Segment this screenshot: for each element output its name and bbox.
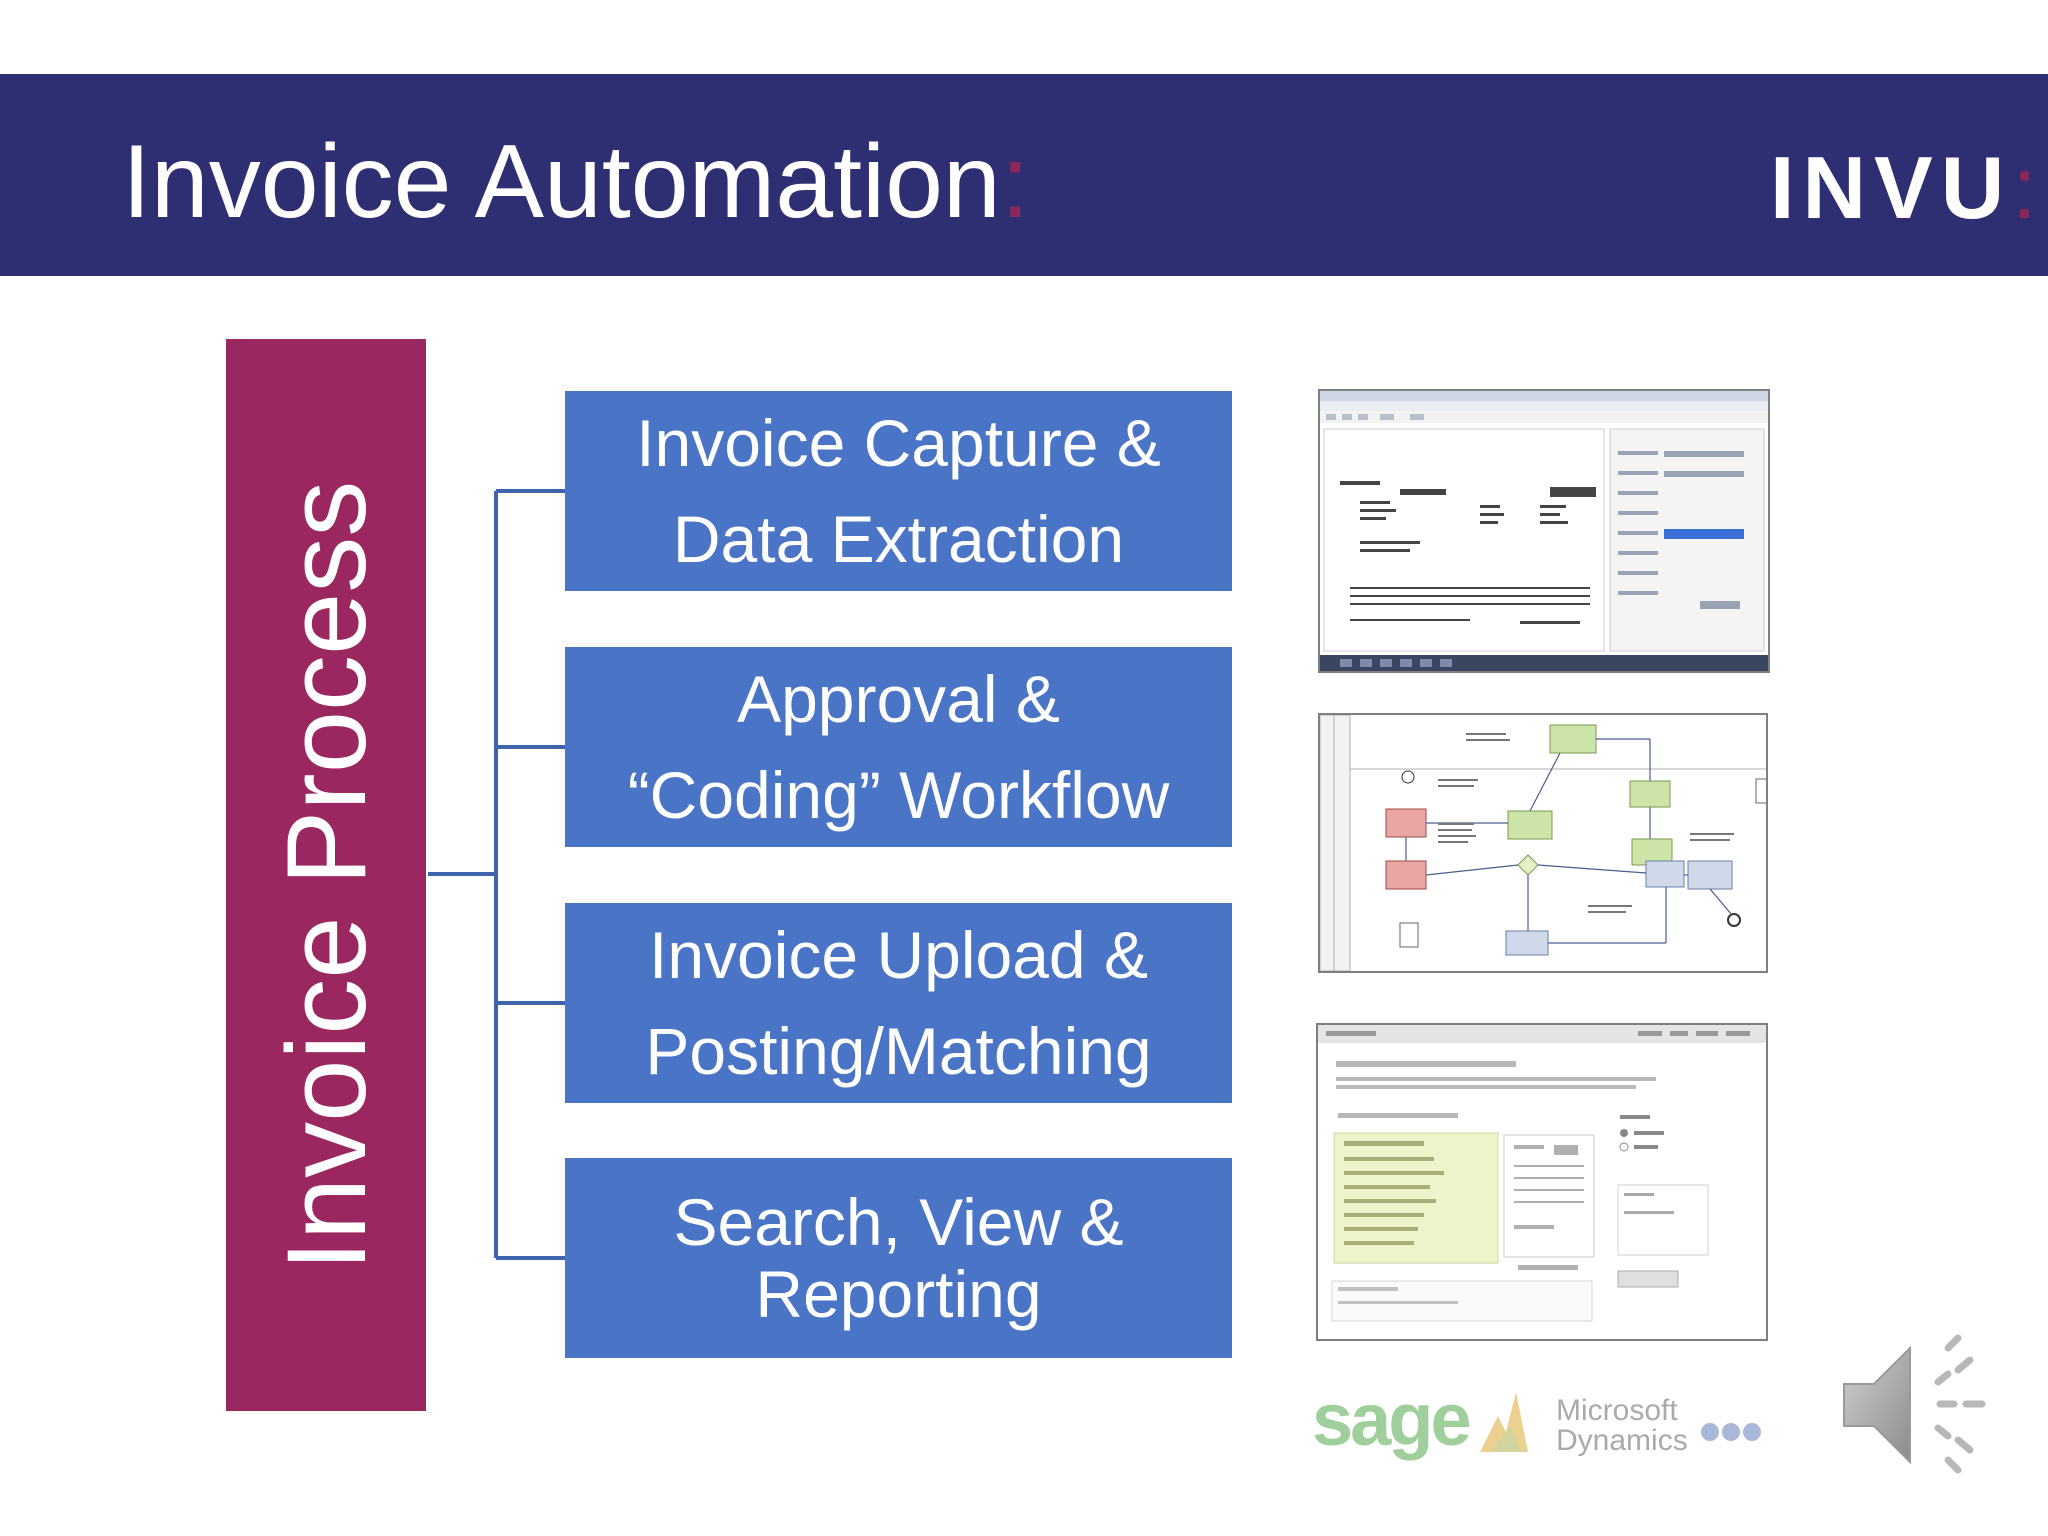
title-banner [0, 74, 2048, 276]
title-colon: : [1000, 124, 1030, 240]
step-capture: Invoice Capture & Data Extraction [565, 391, 1232, 591]
process-bar [226, 339, 426, 1411]
more-dots-icon [1701, 1423, 1761, 1441]
step-upload: Invoice Upload & Posting/Matching [565, 903, 1232, 1103]
step-approval-line2: “Coding” Workflow [627, 758, 1170, 832]
dynamics-text: Dynamics [1556, 1424, 1688, 1457]
invu-logo: INVU: [1770, 140, 2037, 236]
search-screenshot [1316, 1023, 1768, 1341]
microsoft-dynamics-logo [1480, 1392, 1528, 1452]
speaker-icon[interactable] [1836, 1330, 1986, 1480]
title-text: Invoice Automation [122, 124, 1001, 240]
logo-colon: : [2012, 138, 2037, 237]
workflow-screenshot [1318, 713, 1768, 973]
step-capture-line2: Data Extraction [672, 502, 1125, 576]
step-approval-line1: Approval & [737, 662, 1060, 736]
microsoft-text: Microsoft [1556, 1394, 1678, 1427]
sage-logo: sage [1312, 1378, 1472, 1461]
step-capture-line1: Invoice Capture & [636, 406, 1161, 480]
step-search: Search, View & Reporting [565, 1158, 1232, 1358]
step-upload-line1: Invoice Upload & [649, 918, 1148, 992]
slide-title: Invoice Automation: [122, 122, 1030, 242]
step-search-line2: Reporting [755, 1257, 1042, 1331]
capture-screenshot [1318, 389, 1770, 673]
workflow-screenshot-art [1320, 715, 1766, 971]
step-approval: Approval & “Coding” Workflow [565, 647, 1232, 847]
step-search-line1: Search, View & [673, 1185, 1124, 1259]
search-screenshot-art [1318, 1025, 1766, 1322]
logo-text: INVU [1770, 138, 2013, 237]
microsoft-dynamics-text: Microsoft Dynamics [1556, 1396, 1688, 1456]
step-upload-line2: Posting/Matching [645, 1014, 1152, 1088]
capture-screenshot-art [1320, 391, 1768, 671]
